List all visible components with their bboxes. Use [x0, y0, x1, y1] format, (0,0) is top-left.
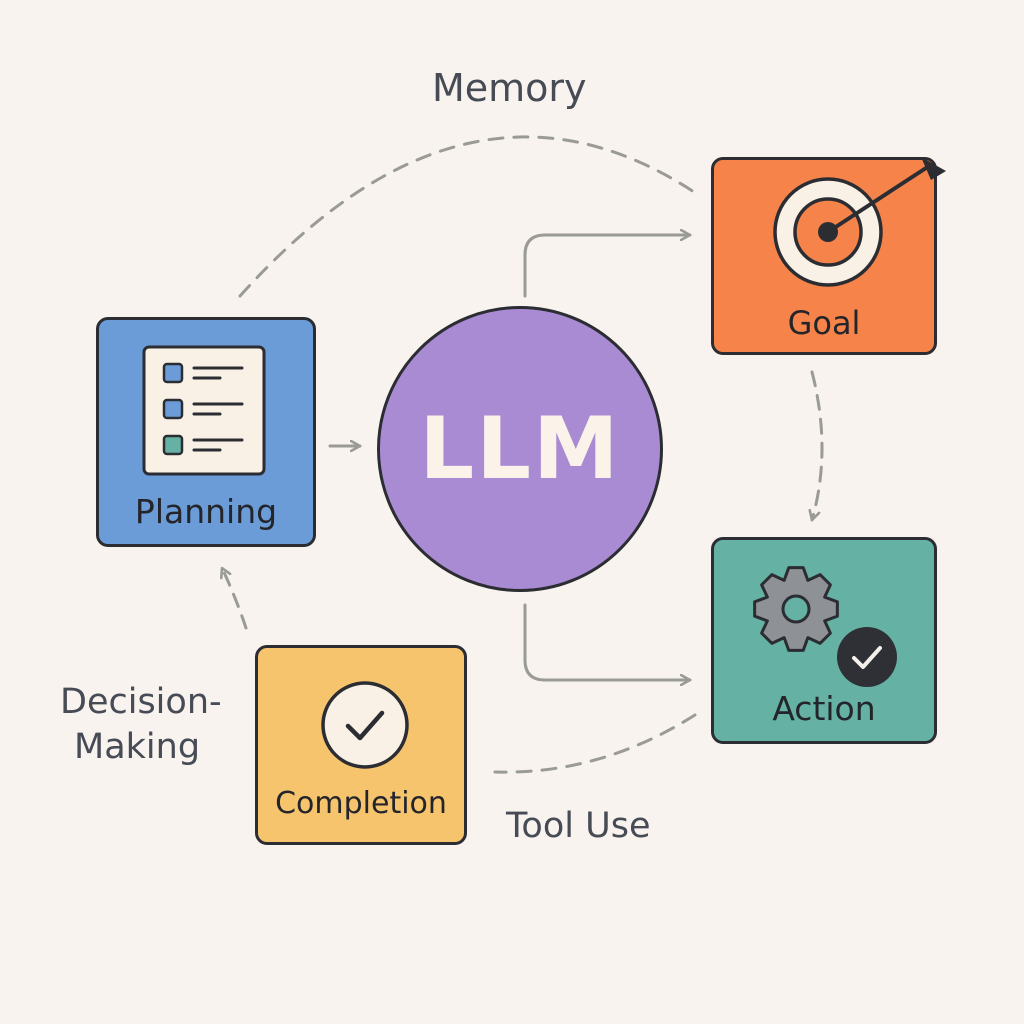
completion-title: Completion [275, 786, 447, 821]
check-badge-icon [837, 627, 897, 687]
memory-arc [238, 135, 702, 298]
planning-title: Planning [134, 492, 278, 531]
action-node: Action [711, 537, 937, 744]
goal-title: Goal [787, 304, 861, 342]
target-icon [773, 157, 946, 287]
tool-use-label: Tool Use [506, 806, 651, 846]
action-title: Action [772, 689, 876, 728]
goal-to-action-arrow [812, 370, 824, 522]
llm-to-goal-arrow [523, 235, 692, 298]
decision-making-label-line2: Making [74, 727, 201, 767]
planning-node: Planning [96, 317, 316, 547]
memory-label: Memory [432, 66, 587, 110]
decision-making-label-line1: Decision- [60, 682, 222, 722]
completion-node: Completion [255, 645, 467, 845]
gear-icon [753, 566, 839, 652]
completion-to-planning-arrow [222, 566, 248, 630]
llm-title: LLM [419, 399, 621, 499]
llm-to-action-arrow [523, 603, 692, 680]
checklist-icon [142, 345, 266, 476]
tool-use-arc [493, 713, 697, 774]
check-circle-icon [321, 681, 409, 769]
llm-node: LLM [377, 306, 663, 592]
